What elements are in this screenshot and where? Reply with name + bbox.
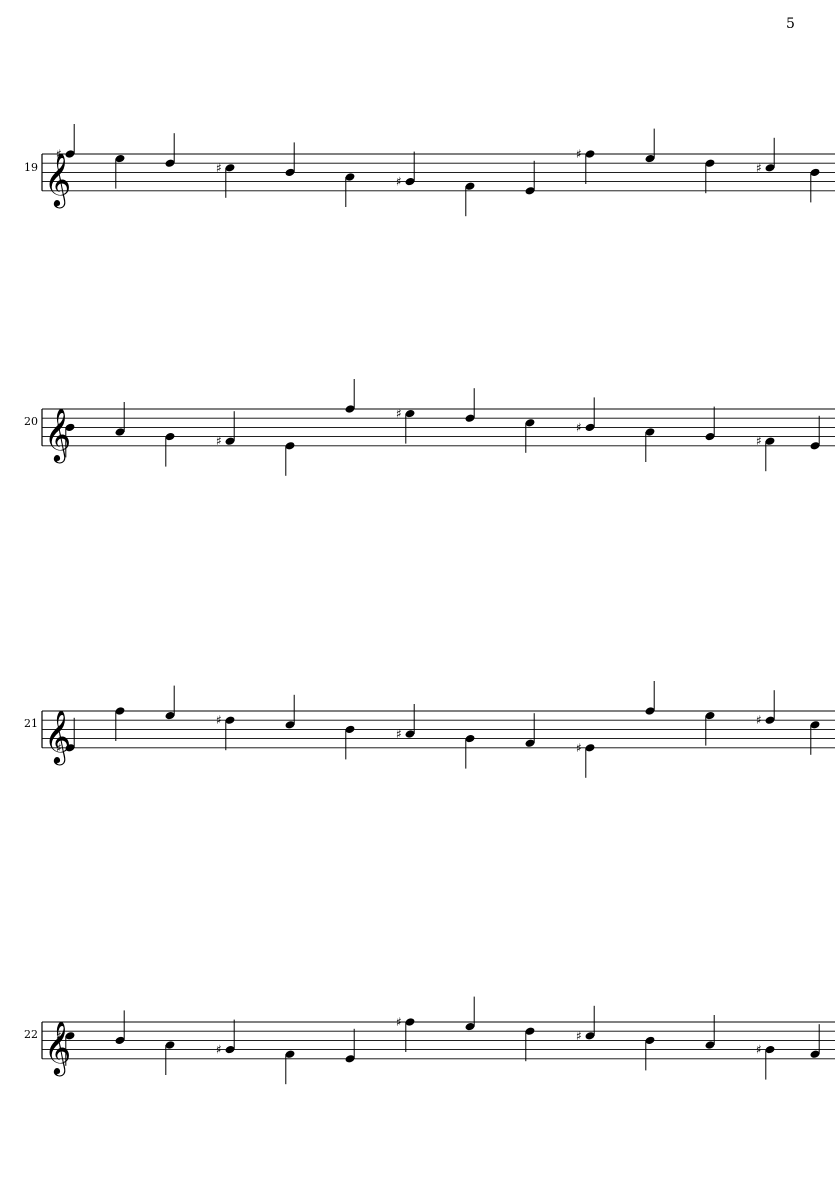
notehead <box>465 735 475 743</box>
sharp-icon: ♯ <box>216 713 222 727</box>
notehead <box>585 1032 595 1040</box>
sharp-icon: ♯ <box>216 1043 222 1057</box>
notehead <box>115 428 125 436</box>
notehead <box>810 721 820 729</box>
notehead <box>585 150 595 158</box>
notehead <box>645 155 655 163</box>
sharp-icon: ♯ <box>396 175 402 189</box>
notehead <box>225 1046 235 1054</box>
staff-system-4: 𝄞♯♯♯♯♯ <box>41 996 835 1085</box>
notehead <box>465 182 475 190</box>
measure-number-21: 21 <box>24 717 38 730</box>
notehead <box>115 707 125 715</box>
notehead <box>65 1032 75 1040</box>
notehead <box>465 414 475 422</box>
sharp-icon: ♯ <box>576 147 582 161</box>
notehead <box>705 433 715 441</box>
notehead <box>585 423 595 431</box>
sharp-icon: ♯ <box>216 161 222 175</box>
sharp-icon: ♯ <box>756 713 762 727</box>
notehead <box>405 178 415 186</box>
notehead <box>225 437 235 445</box>
notehead <box>765 1046 775 1054</box>
staff-system-2: 𝄞♯♯♯♯♯ <box>41 379 835 476</box>
sharp-icon: ♯ <box>756 434 762 448</box>
notehead <box>285 1050 295 1058</box>
sharp-icon: ♯ <box>56 147 62 161</box>
notehead <box>165 712 175 720</box>
sharp-icon: ♯ <box>56 420 62 434</box>
notehead <box>705 159 715 167</box>
notehead <box>645 1036 655 1044</box>
notehead <box>65 150 75 158</box>
notehead <box>405 410 415 418</box>
notehead <box>525 187 535 195</box>
notehead <box>285 168 295 176</box>
staff-system-3: 𝄞♯♯♯♯♯ <box>41 681 835 778</box>
notehead <box>645 707 655 715</box>
sharp-icon: ♯ <box>56 741 62 755</box>
notehead <box>645 428 655 436</box>
notehead <box>705 712 715 720</box>
notehead <box>225 164 235 172</box>
sharp-icon: ♯ <box>576 741 582 755</box>
notehead <box>765 716 775 724</box>
notehead <box>225 716 235 724</box>
notehead <box>165 159 175 167</box>
notehead <box>810 442 820 450</box>
notehead <box>525 419 535 427</box>
sharp-icon: ♯ <box>396 407 402 421</box>
measure-number-20: 20 <box>24 415 38 428</box>
notehead <box>405 1018 415 1026</box>
notehead <box>525 739 535 747</box>
sharp-icon: ♯ <box>576 1029 582 1043</box>
notehead <box>705 1041 715 1049</box>
measure-number-19: 19 <box>24 161 38 174</box>
measure-number-22: 22 <box>24 1028 38 1041</box>
notehead <box>115 155 125 163</box>
notehead <box>765 437 775 445</box>
treble-clef-icon: 𝄞 <box>44 152 71 208</box>
notehead <box>810 168 820 176</box>
notehead <box>585 744 595 752</box>
sharp-icon: ♯ <box>576 420 582 434</box>
sharp-icon: ♯ <box>396 727 402 741</box>
notehead <box>345 173 355 181</box>
sharp-icon: ♯ <box>756 1043 762 1057</box>
staff-systems: 𝄞♯♯♯♯♯𝄞♯♯♯♯♯𝄞♯♯♯♯♯𝄞♯♯♯♯♯ <box>41 124 835 1085</box>
notehead <box>165 1041 175 1049</box>
notehead <box>285 721 295 729</box>
notehead <box>285 442 295 450</box>
treble-clef-icon: 𝄞 <box>44 709 71 765</box>
notehead <box>465 1023 475 1031</box>
notehead <box>810 1050 820 1058</box>
notehead <box>345 405 355 413</box>
page-number: 5 <box>786 16 795 32</box>
sharp-icon: ♯ <box>756 161 762 175</box>
notehead <box>525 1027 535 1035</box>
sharp-icon: ♯ <box>216 434 222 448</box>
notehead <box>405 730 415 738</box>
notehead <box>345 725 355 733</box>
sharp-icon: ♯ <box>56 1029 62 1043</box>
treble-clef-icon: 𝄞 <box>44 407 71 463</box>
staff-system-1: 𝄞♯♯♯♯♯ <box>41 124 835 217</box>
notehead <box>65 744 75 752</box>
sharp-icon: ♯ <box>396 1015 402 1029</box>
notehead <box>165 433 175 441</box>
notehead <box>765 164 775 172</box>
notehead <box>65 423 75 431</box>
treble-clef-icon: 𝄞 <box>44 1020 71 1076</box>
notehead <box>345 1055 355 1063</box>
notehead <box>115 1036 125 1044</box>
